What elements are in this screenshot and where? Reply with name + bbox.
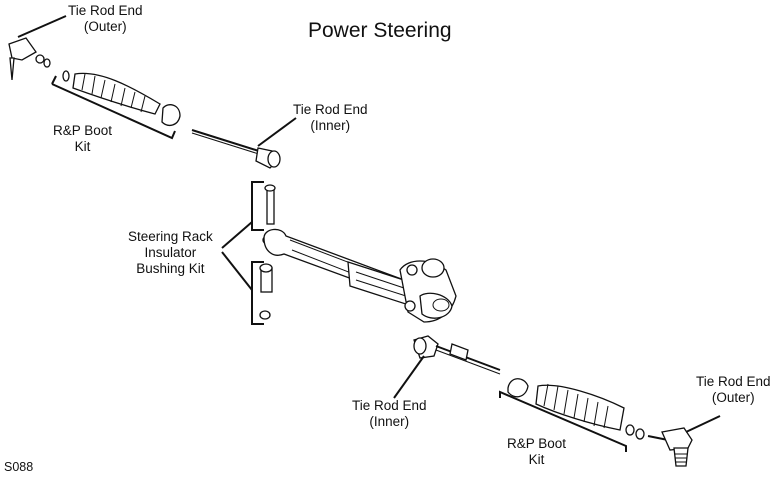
boot-kit-bottom xyxy=(507,378,645,440)
inner-tie-rod-bottom xyxy=(413,335,501,375)
label-tie-rod-inner-top: Tie Rod End (Inner) xyxy=(293,102,368,133)
bracket-insulator-upper xyxy=(251,181,264,231)
leader-inner-top xyxy=(257,117,297,147)
outer-tie-rod-end-top xyxy=(8,37,51,81)
boot-kit-top xyxy=(62,70,181,127)
steering-rack-housing xyxy=(263,228,457,323)
label-tie-rod-outer-bottom: Tie Rod End (Outer) xyxy=(696,374,771,405)
bracket-boot-bottom xyxy=(499,390,627,452)
leader-outer-bottom xyxy=(685,415,721,433)
label-tie-rod-outer-top: Tie Rod End (Outer) xyxy=(68,3,143,34)
leader-outer-top xyxy=(17,15,67,38)
leader-inner-bottom xyxy=(393,355,425,399)
diagram-title: Power Steering xyxy=(308,19,452,42)
label-boot-kit-top: R&P Boot Kit xyxy=(53,123,113,154)
bracket-boot-top xyxy=(51,83,176,140)
inner-tie-rod-top xyxy=(191,129,281,169)
label-boot-kit-bottom: R&P Boot Kit xyxy=(507,436,567,467)
label-insulator-kit: Steering Rack Insulator Bushing Kit xyxy=(128,229,213,276)
diagram-code: S088 xyxy=(4,460,34,474)
bracket-insulator-lower xyxy=(251,261,264,325)
label-tie-rod-inner-bottom: Tie Rod End (Inner) xyxy=(352,398,427,429)
outer-tie-rod-end-bottom xyxy=(647,427,693,467)
